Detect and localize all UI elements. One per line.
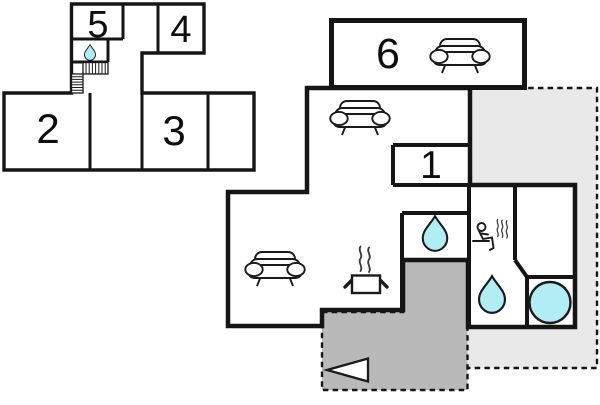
left-building: 5 4 2 3 [2,2,256,172]
room-6 [329,18,527,90]
interior-walls [391,143,575,327]
room-3-label: 3 [162,107,185,154]
whirlpool-icon [528,280,572,325]
left-building-outline [2,2,256,172]
right-building: 6 1 [225,18,599,392]
staircase-icon [70,61,109,94]
room-1-label: 1 [420,144,442,187]
room-5-label: 5 [87,4,108,46]
entrance-arrow-icon [322,356,370,384]
kitchen-pot-icon [343,245,389,295]
room-2-label: 2 [36,105,59,152]
sauna-icon [472,218,509,251]
room-4-label: 4 [170,9,191,51]
room-6-label: 6 [376,30,400,78]
